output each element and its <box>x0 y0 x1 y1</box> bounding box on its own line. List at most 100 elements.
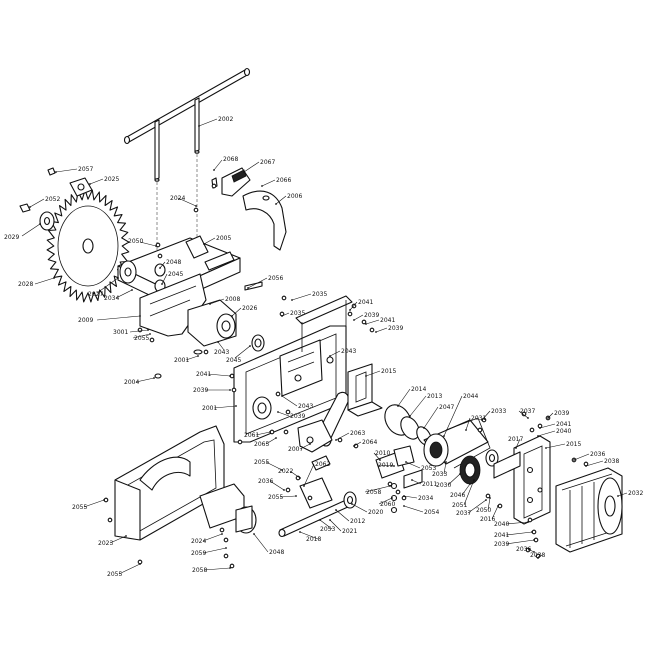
leader-line <box>202 547 227 554</box>
leader-line <box>177 197 197 207</box>
label-2054: 2054 <box>424 509 439 516</box>
label-2050-right: 2050 <box>476 507 491 514</box>
leader-dot <box>445 461 447 463</box>
leader-line <box>217 341 225 351</box>
leader-line <box>409 395 427 417</box>
leader-dot <box>539 427 541 429</box>
leader-dot <box>537 435 539 437</box>
label-2018: 2018 <box>306 536 321 543</box>
fastener-mark <box>155 242 161 248</box>
leader-dot <box>473 479 475 481</box>
leader-line <box>403 505 424 513</box>
leader-dot <box>365 323 367 325</box>
leader-dot <box>235 405 237 407</box>
label-2043-lower: 2043 <box>298 403 313 410</box>
bevel-lever <box>278 455 357 538</box>
fastener-mark <box>337 437 343 443</box>
leader-line <box>21 223 41 237</box>
leader-line <box>481 410 491 421</box>
leader-line <box>55 168 78 173</box>
label-2033-left: 2033 <box>432 471 447 478</box>
label-2046: 2046 <box>450 492 465 499</box>
leader-line <box>353 441 362 447</box>
fastener-mark <box>193 207 199 213</box>
label-2019: 2019 <box>378 462 393 469</box>
leader-line <box>585 460 604 467</box>
label-2058-lower: 2058 <box>192 567 207 574</box>
leader-line <box>255 431 271 436</box>
leader-dot <box>253 533 255 535</box>
label-2045-lower: 2045 <box>226 357 241 364</box>
fastener-mark <box>203 349 209 355</box>
leader-dot <box>335 439 337 441</box>
leader-line <box>539 423 556 429</box>
label-2043-upper: 2043 <box>214 349 229 356</box>
leader-dot <box>489 497 491 499</box>
label-2009: 2009 <box>78 317 93 324</box>
leader-line <box>491 505 499 520</box>
leader-dot <box>39 223 41 225</box>
leader-dot <box>537 557 539 559</box>
label-2062: 2062 <box>315 461 330 468</box>
leader-dot <box>213 169 215 171</box>
arbor-assembly <box>117 235 263 337</box>
leader-line <box>335 432 350 441</box>
leader-dot <box>533 539 535 541</box>
leader-line <box>202 533 223 542</box>
label-2014: 2014 <box>411 386 426 393</box>
label-2056: 2056 <box>268 275 283 282</box>
label-2039-lower: 2039 <box>494 541 509 548</box>
leader-dot <box>411 479 413 481</box>
main-plate <box>233 295 353 443</box>
leader-dot <box>573 459 575 461</box>
label-2010: 2010 <box>375 450 390 457</box>
label-2011: 2011 <box>422 481 437 488</box>
leader-dot <box>465 429 467 431</box>
saw-blade <box>46 189 130 303</box>
label-2043-mid: 2043 <box>341 348 356 355</box>
leader-line <box>234 345 251 359</box>
fastener-mark <box>285 409 291 415</box>
leader-dot <box>198 125 200 127</box>
leader-dot <box>197 355 199 357</box>
leader-line <box>83 499 105 508</box>
leader-line <box>281 395 298 407</box>
label-3001: 3001 <box>113 329 128 336</box>
leader-line <box>185 355 199 361</box>
label-2022: 2022 <box>278 468 293 475</box>
leader-line <box>505 539 535 545</box>
label-2033-right: 2033 <box>491 408 506 415</box>
label-2015-mid: 2015 <box>381 368 396 375</box>
leader-line <box>505 521 529 525</box>
label-2066: 2066 <box>276 177 291 184</box>
fastener-mark <box>223 553 229 559</box>
leader-line <box>269 480 285 491</box>
label-2050: 2050 <box>128 238 143 245</box>
leader-dot <box>281 395 283 397</box>
leader-line <box>275 195 287 205</box>
leader-dot <box>403 495 405 497</box>
leader-dot <box>531 531 533 533</box>
leader-dot <box>275 437 277 439</box>
label-2055-mid: 2055 <box>254 459 269 466</box>
leader-line <box>364 485 391 493</box>
label-2048: 2048 <box>166 259 181 266</box>
t-handle-rail-assembly <box>123 67 251 330</box>
leader-line <box>96 277 119 294</box>
leader-dot <box>335 509 337 511</box>
label-2008: 2008 <box>225 296 240 303</box>
leader-dot <box>309 443 311 445</box>
label-2064: 2064 <box>362 439 377 446</box>
leader-line <box>376 464 395 467</box>
leader-line <box>96 315 141 321</box>
leader-dot <box>231 315 233 317</box>
label-2036-left: 2036 <box>258 478 273 485</box>
leader-dot <box>527 417 529 419</box>
leader-line <box>447 473 461 486</box>
leader-dot <box>291 299 293 301</box>
leader-dot <box>397 405 399 407</box>
leader-dot <box>221 533 223 535</box>
fastener-mark <box>369 327 375 333</box>
label-2051: 2051 <box>452 502 467 509</box>
leader-dot <box>349 309 351 311</box>
